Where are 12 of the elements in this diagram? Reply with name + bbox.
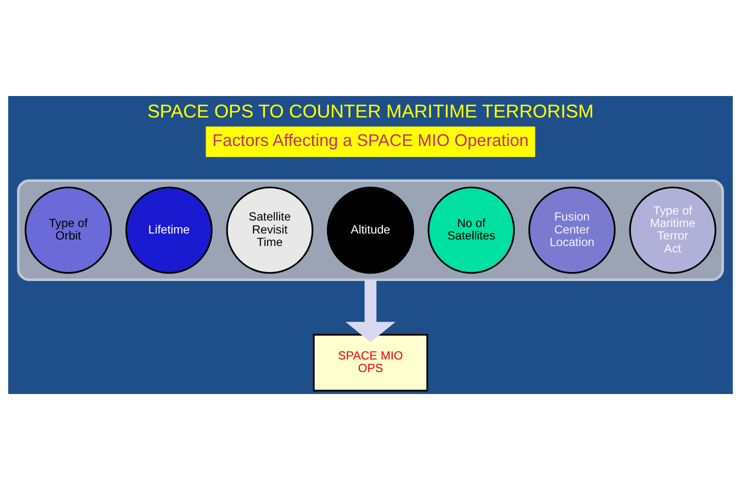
node-circle: No of Satellites — [428, 186, 515, 274]
cluster — [17, 178, 724, 280]
node-box: SPACE MIO OPS — [312, 333, 428, 391]
diagram-title: SPACE OPS TO COUNTER MARITIME TERRORISM — [147, 100, 594, 122]
node-circle: Satellite Revisit Time — [226, 186, 314, 274]
node-circle: Lifetime — [125, 186, 213, 274]
node-circle: Altitude — [326, 186, 414, 274]
node-circle: Fusion Center Location — [528, 186, 616, 274]
label: Factors Affecting a SPACE MIO Operation — [212, 130, 529, 150]
node-circle: Type of Orbit — [24, 186, 112, 274]
arrow — [346, 279, 396, 342]
node-circle: Type of Maritime Terror Act — [629, 186, 716, 274]
